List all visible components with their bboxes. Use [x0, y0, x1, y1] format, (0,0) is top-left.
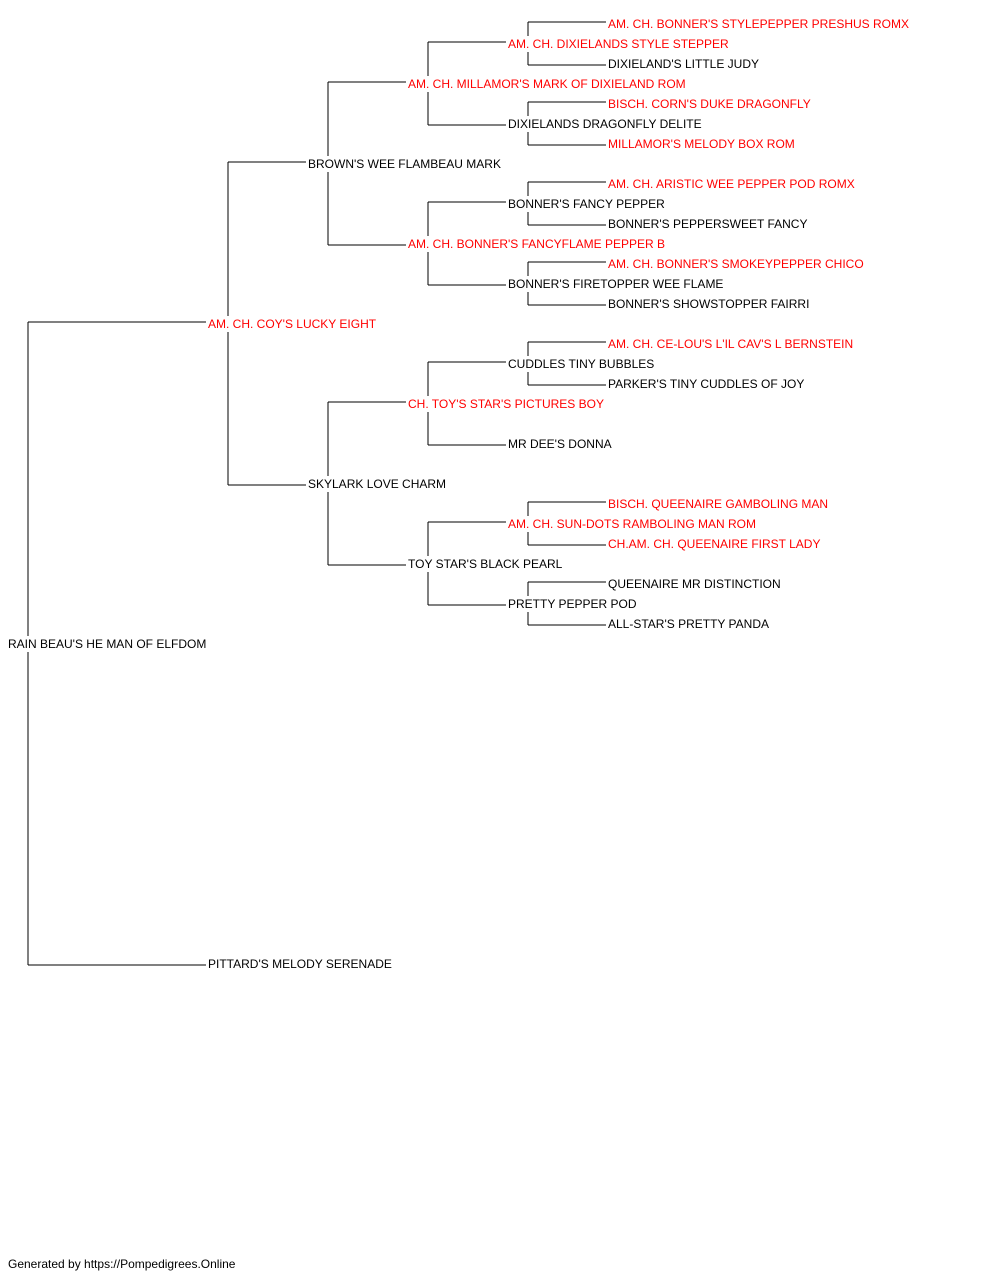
ancestor-g5-name: AM. CH. CE-LOU'S L'IL CAV'S L BERNSTEIN [608, 336, 856, 352]
ancestor-g5-name: AM. CH. BONNER'S SMOKEYPEPPER CHICO [608, 256, 866, 272]
ancestor-g5-name: AM. CH. ARISTIC WEE PEPPER POD ROMX [608, 176, 857, 192]
ancestor-g4-name: PRETTY PEPPER POD [508, 596, 639, 612]
ancestor-g5-name: BONNER'S SHOWSTOPPER FAIRRI [608, 296, 812, 312]
sire-name: AM. CH. COY'S LUCKY EIGHT [208, 316, 379, 332]
ancestor-g4-name: MR DEE'S DONNA [508, 436, 614, 452]
ancestor-g5-name: BISCH. CORN'S DUKE DRAGONFLY [608, 96, 813, 112]
ancestor-g3-name: TOY STAR'S BLACK PEARL [408, 556, 565, 572]
ancestor-g4-name: BONNER'S FIRETOPPER WEE FLAME [508, 276, 726, 292]
subject-dog-name: RAIN BEAU'S HE MAN OF ELFDOM [8, 636, 209, 652]
ancestor-g5-name: MILLAMOR'S MELODY BOX ROM [608, 136, 797, 152]
ancestor-g5-name: BONNER'S PEPPERSWEET FANCY [608, 216, 810, 232]
ancestor-g4-name: CUDDLES TINY BUBBLES [508, 356, 657, 372]
ancestor-g4-name: BONNER'S FANCY PEPPER [508, 196, 667, 212]
ancestor-g5-name: AM. CH. BONNER'S STYLEPEPPER PRESHUS ROM… [608, 16, 912, 32]
ancestor-g4-name: AM. CH. SUN-DOTS RAMBOLING MAN ROM [508, 516, 759, 532]
ancestor-g3-name: AM. CH. MILLAMOR'S MARK OF DIXIELAND ROM [408, 76, 688, 92]
ancestor-g3-name: AM. CH. BONNER'S FANCYFLAME PEPPER B [408, 236, 668, 252]
ancestor-g4-name: DIXIELANDS DRAGONFLY DELITE [508, 116, 704, 132]
dam-name: PITTARD'S MELODY SERENADE [208, 956, 394, 972]
sire-sire-name: BROWN'S WEE FLAMBEAU MARK [308, 156, 503, 172]
ancestor-g5-name: QUEENAIRE MR DISTINCTION [608, 576, 783, 592]
ancestor-g5-name: PARKER'S TINY CUDDLES OF JOY [608, 376, 807, 392]
ancestor-g5-name: CH.AM. CH. QUEENAIRE FIRST LADY [608, 536, 823, 552]
ancestor-g4-name: AM. CH. DIXIELANDS STYLE STEPPER [508, 36, 731, 52]
ancestor-g5-name: ALL-STAR'S PRETTY PANDA [608, 616, 771, 632]
ancestor-g3-name: CH. TOY'S STAR'S PICTURES BOY [408, 396, 606, 412]
generated-by-footer: Generated by https://Pompedigrees.Online [8, 1257, 236, 1271]
sire-dam-name: SKYLARK LOVE CHARM [308, 476, 449, 492]
ancestor-g5-name: DIXIELAND'S LITTLE JUDY [608, 56, 761, 72]
ancestor-g5-name: BISCH. QUEENAIRE GAMBOLING MAN [608, 496, 831, 512]
